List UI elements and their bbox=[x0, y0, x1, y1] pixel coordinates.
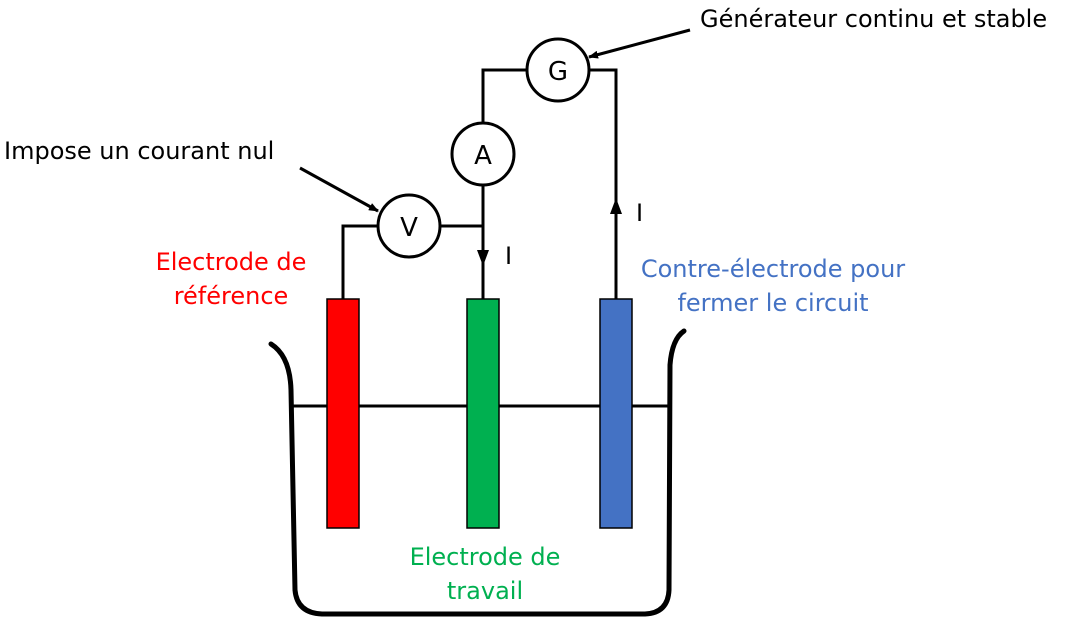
current-label-counter: I bbox=[636, 199, 644, 227]
circuit-wires bbox=[341, 68, 618, 299]
reference-label-line1: Electrode de bbox=[155, 248, 307, 276]
voltmeter-note: Impose un courant nul bbox=[4, 137, 275, 165]
current-label-working: I bbox=[505, 242, 513, 270]
voltmeter-letter: V bbox=[400, 213, 418, 243]
current-arrow-down bbox=[477, 250, 489, 266]
counter-electrode-label: Contre-électrode pour fermer le circuit bbox=[622, 252, 924, 320]
working-label-line1: Electrode de bbox=[409, 543, 561, 571]
counter-electrode bbox=[599, 298, 633, 529]
current-arrow-up bbox=[610, 198, 622, 214]
working-electrode-label: Electrode de travail bbox=[370, 540, 600, 608]
counter-label-line2: fermer le circuit bbox=[677, 289, 869, 317]
voltmeter: V bbox=[376, 193, 442, 259]
working-label-line2: travail bbox=[446, 577, 524, 605]
reference-electrode bbox=[326, 298, 360, 529]
generator-meter: G bbox=[525, 37, 591, 103]
generator-letter: G bbox=[548, 57, 568, 87]
reference-label-line2: référence bbox=[173, 282, 289, 310]
ammeter-letter: A bbox=[474, 141, 492, 171]
generator-note-arrow bbox=[588, 28, 691, 59]
ammeter: A bbox=[450, 121, 516, 187]
beaker bbox=[268, 328, 687, 617]
counter-label-line1: Contre-électrode pour bbox=[640, 255, 906, 283]
voltmeter-note-arrow bbox=[299, 166, 379, 213]
working-electrode bbox=[466, 298, 500, 529]
generator-note: Générateur continu et stable bbox=[700, 5, 1048, 33]
reference-electrode-label: Electrode de référence bbox=[126, 245, 336, 313]
